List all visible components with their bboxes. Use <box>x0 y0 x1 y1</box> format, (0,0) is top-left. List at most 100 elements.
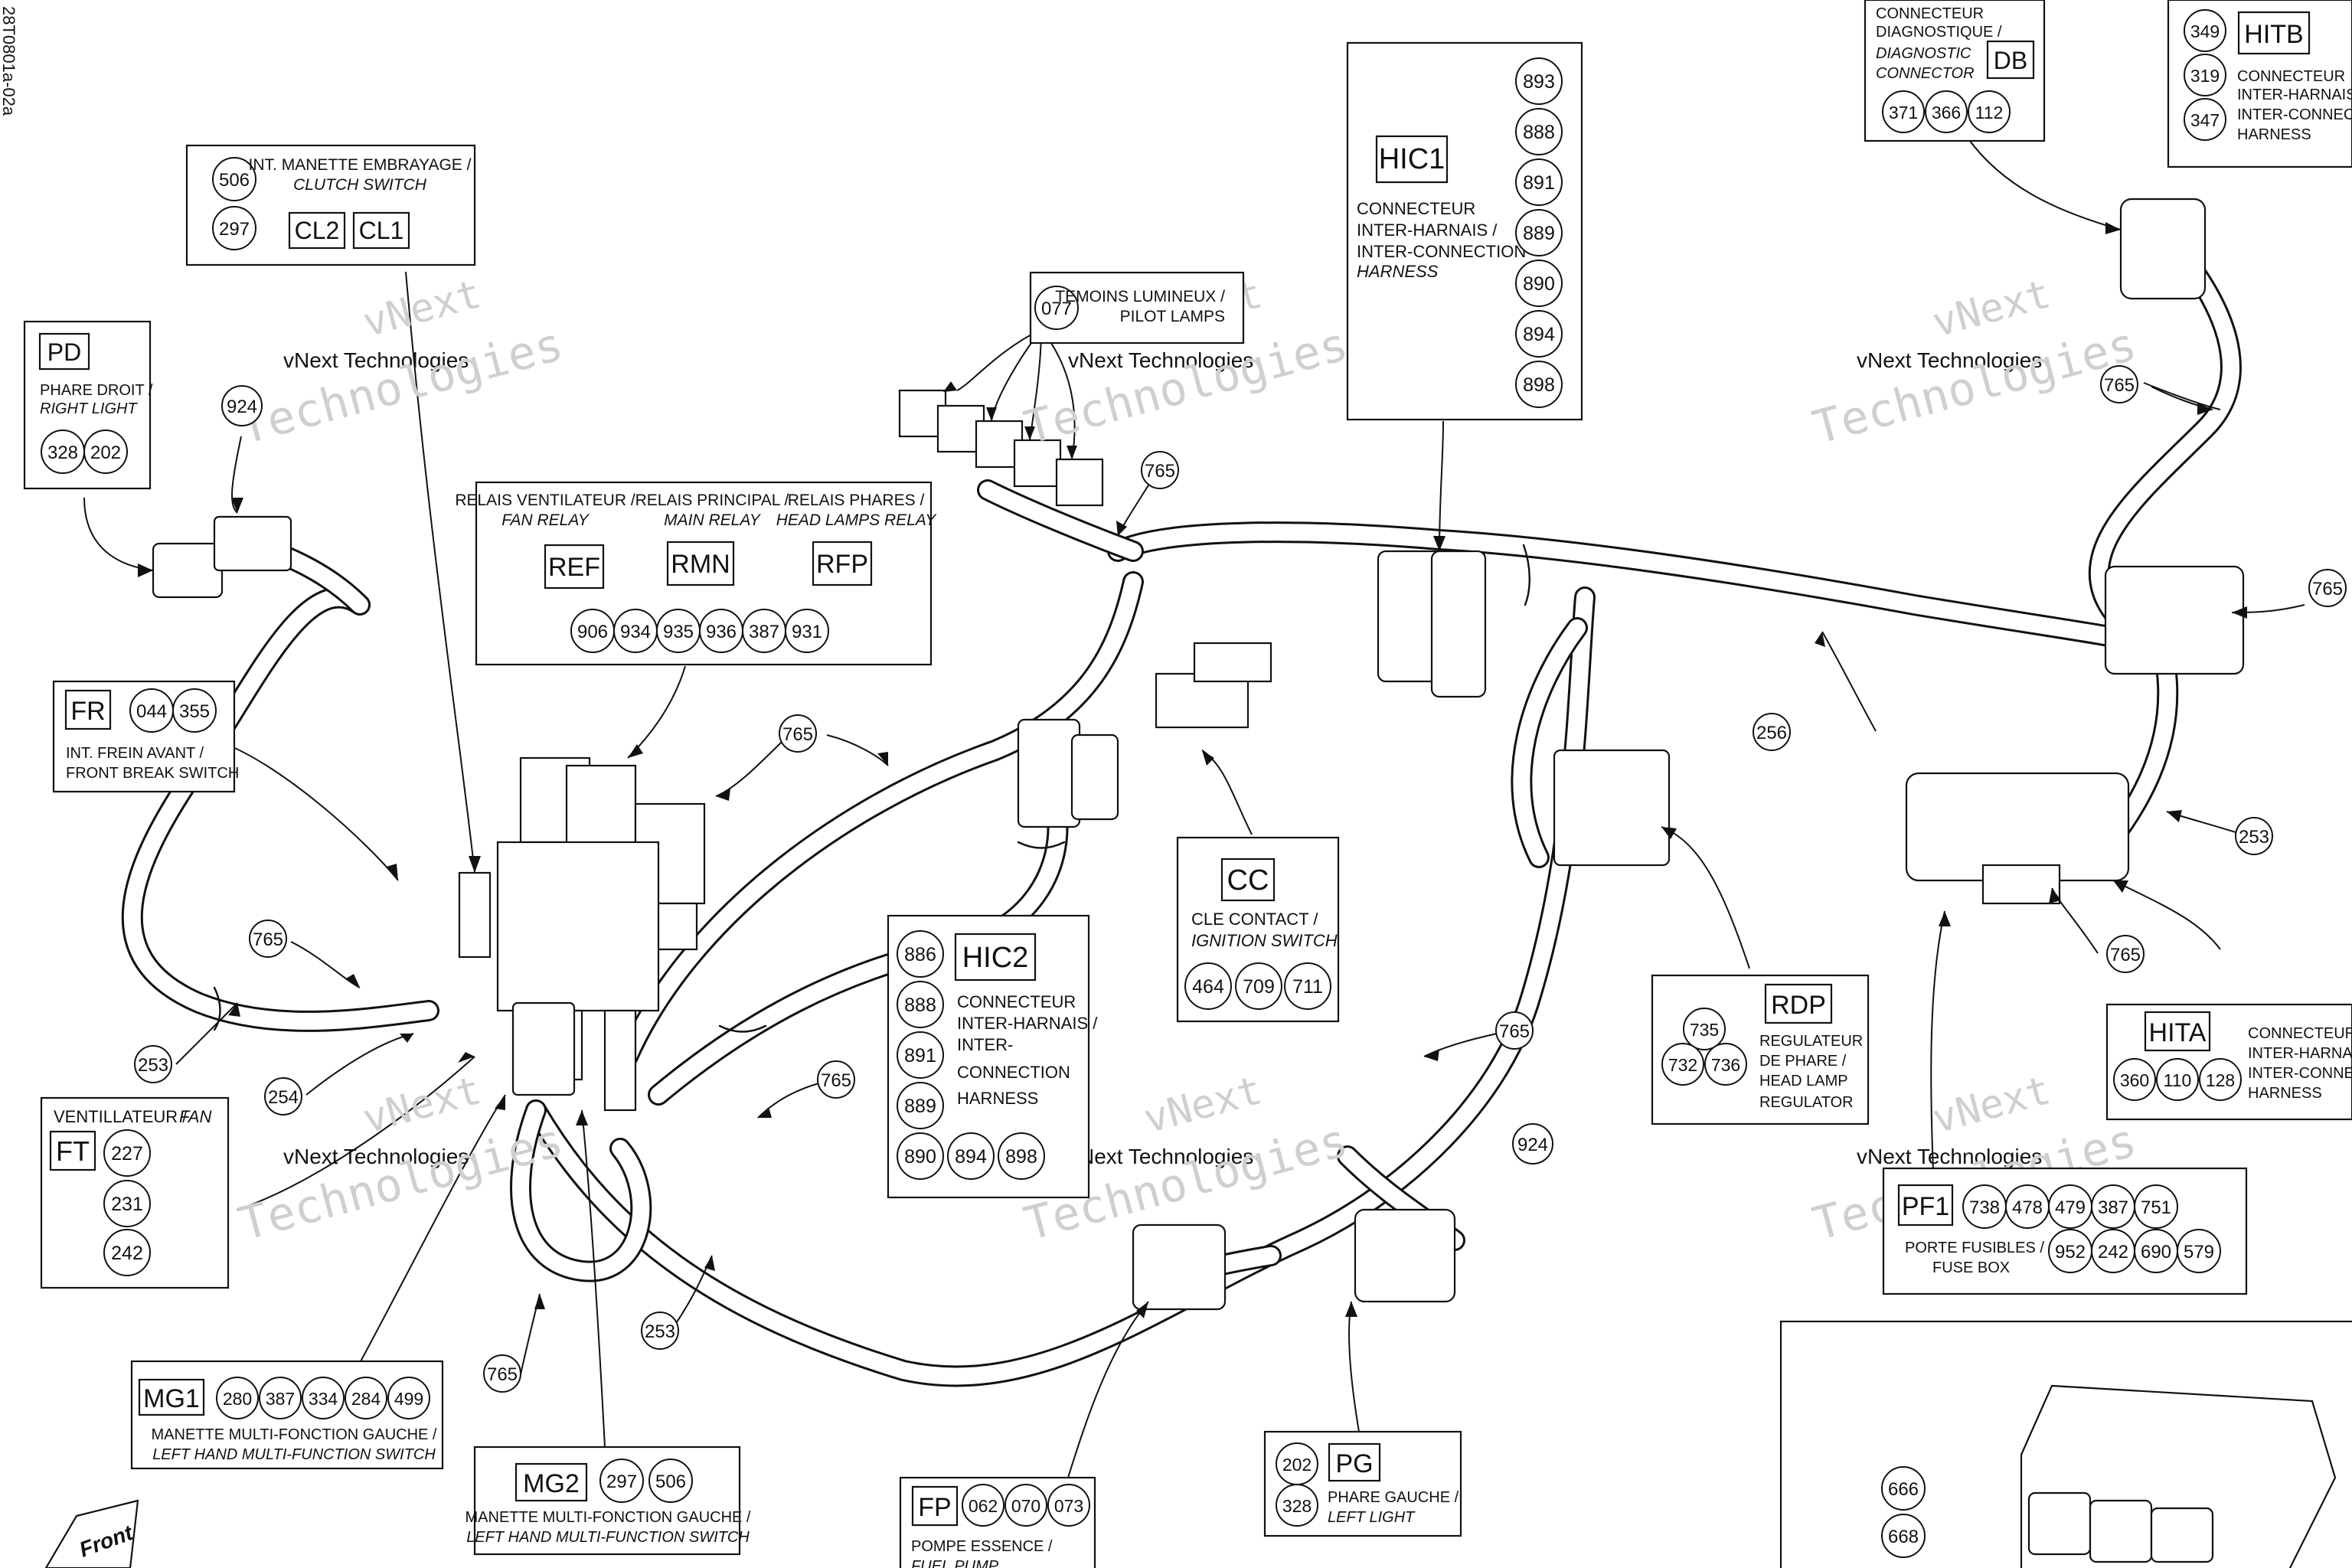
svg-text:HARNESS: HARNESS <box>2237 126 2311 143</box>
svg-text:CONNECTEUR: CONNECTEUR <box>957 992 1076 1011</box>
svg-text:PHARE DROIT /: PHARE DROIT / <box>40 382 153 399</box>
wire-callout: 765 <box>2100 365 2138 403</box>
svg-text:886: 886 <box>904 944 936 965</box>
svg-text:INTER-: INTER- <box>957 1035 1013 1054</box>
svg-text:888: 888 <box>1523 122 1555 143</box>
svg-text:328: 328 <box>47 443 78 463</box>
svg-text:765: 765 <box>253 929 283 950</box>
svg-text:MG2: MG2 <box>523 1469 580 1498</box>
box-clutch-switch: 506 297 INT. MANETTE EMBRAYAGE / CLUTCH … <box>185 144 476 266</box>
svg-text:DIAGNOSTIC: DIAGNOSTIC <box>1876 45 1971 62</box>
svg-text:765: 765 <box>782 724 813 745</box>
svg-text:PORTE FUSIBLES /: PORTE FUSIBLES / <box>1905 1240 2044 1256</box>
wire-callouts: 765 765 765 765 765 765 765 765 256 253 … <box>134 365 2347 1393</box>
svg-text:LEFT HAND MULTI-FUNCTION SWITC: LEFT HAND MULTI-FUNCTION SWITCH <box>466 1529 750 1546</box>
svg-text:890: 890 <box>904 1146 936 1168</box>
svg-text:297: 297 <box>219 219 250 240</box>
svg-text:227: 227 <box>111 1143 143 1165</box>
box-mg2: MG2 297 506 MANETTE MULTI-FONCTION GAUCH… <box>466 1446 751 1556</box>
svg-text:889: 889 <box>904 1096 936 1117</box>
svg-text:891: 891 <box>904 1045 936 1067</box>
svg-text:073: 073 <box>1054 1496 1083 1516</box>
svg-text:POMPE ESSENCE /: POMPE ESSENCE / <box>911 1538 1053 1555</box>
svg-text:RIGHT LIGHT: RIGHT LIGHT <box>40 400 138 417</box>
svg-text:366: 366 <box>1932 103 1961 122</box>
svg-text:HITB: HITB <box>2244 20 2303 49</box>
watermark-9: Technologies <box>1808 318 2142 456</box>
svg-text:LEFT HAND MULTI-FUNCTION SWITC: LEFT HAND MULTI-FUNCTION SWITCH <box>152 1446 436 1463</box>
wire-callout: 253 <box>641 1312 679 1350</box>
svg-text:709: 709 <box>1243 976 1275 998</box>
svg-text:579: 579 <box>2184 1242 2214 1263</box>
svg-text:INT. MANETTE EMBRAYAGE /: INT. MANETTE EMBRAYAGE / <box>249 156 472 174</box>
svg-text:254: 254 <box>268 1087 299 1108</box>
doc-ref: 28T0801a-02a <box>0 6 18 116</box>
svg-text:506: 506 <box>655 1472 686 1492</box>
svg-text:INT. FREIN AVANT /: INT. FREIN AVANT / <box>66 745 204 762</box>
svg-text:668: 668 <box>1888 1527 1919 1547</box>
svg-text:INTER-HARNAIS /: INTER-HARNAIS / <box>2237 87 2352 103</box>
svg-text:202: 202 <box>90 443 121 463</box>
svg-text:DE PHARE /: DE PHARE / <box>1759 1053 1847 1070</box>
svg-text:765: 765 <box>2312 579 2343 599</box>
svg-text:765: 765 <box>1145 461 1175 482</box>
svg-text:334: 334 <box>309 1389 338 1409</box>
svg-text:935: 935 <box>663 622 694 642</box>
watermark-7: vNext Technologies <box>1857 348 2042 372</box>
wire-callout: 765 <box>2308 569 2347 607</box>
svg-text:360: 360 <box>2120 1070 2149 1090</box>
svg-text:347: 347 <box>2190 110 2220 130</box>
svg-text:LEFT LIGHT: LEFT LIGHT <box>1328 1509 1416 1526</box>
svg-text:253: 253 <box>645 1321 675 1342</box>
svg-text:PILOT LAMPS: PILOT LAMPS <box>1120 308 1225 325</box>
box-right-light: PD PHARE DROIT / RIGHT LIGHT 328 202 924 <box>23 320 263 490</box>
svg-text:RELAIS PHARES /: RELAIS PHARES / <box>788 492 925 509</box>
svg-text:INTER-HARNAIS /: INTER-HARNAIS / <box>2248 1045 2352 1062</box>
wire-callout: 256 <box>1753 713 1791 751</box>
svg-text:253: 253 <box>2239 827 2269 848</box>
svg-text:738: 738 <box>1969 1197 2000 1218</box>
svg-text:REGULATOR: REGULATOR <box>1759 1094 1854 1111</box>
arrowheads <box>138 222 2247 1541</box>
svg-text:349: 349 <box>2190 21 2220 41</box>
svg-text:CONNECTION: CONNECTION <box>957 1063 1070 1082</box>
svg-text:FRONT BREAK SWITCH: FRONT BREAK SWITCH <box>66 765 239 782</box>
svg-text:HITA: HITA <box>2149 1018 2207 1047</box>
front-arrow: Front <box>44 1499 139 1568</box>
svg-text:REGULATEUR: REGULATEUR <box>1759 1033 1863 1050</box>
svg-text:CLE CONTACT /: CLE CONTACT / <box>1191 910 1318 929</box>
svg-text:319: 319 <box>2190 66 2220 86</box>
svg-text:REF: REF <box>548 553 600 582</box>
wire-callout: 253 <box>2235 817 2273 855</box>
svg-text:HEAD LAMPS RELAY: HEAD LAMPS RELAY <box>776 511 938 529</box>
svg-text:765: 765 <box>2110 945 2141 965</box>
box-hitb: 349 319 347 HITB CONNECTEUR INTER-HARNAI… <box>2167 0 2352 168</box>
svg-text:IGNITION SWITCH: IGNITION SWITCH <box>1191 931 1338 950</box>
svg-text:044: 044 <box>136 701 167 722</box>
svg-text:MAIN RELAY: MAIN RELAY <box>664 511 762 529</box>
svg-text:328: 328 <box>1282 1496 1312 1516</box>
wire-callout: 254 <box>264 1077 302 1116</box>
box-hic1: HIC1 CONNECTEUR INTER-HARNAIS / INTER-CO… <box>1346 41 1583 421</box>
inset-detail: 666 668 <box>1779 1320 2352 1568</box>
svg-text:INTER-CONNECTION: INTER-CONNECTION <box>2248 1065 2352 1082</box>
wire-callout: 765 <box>2106 935 2145 973</box>
svg-text:128: 128 <box>2206 1070 2235 1090</box>
watermark-11: vNext <box>358 1067 486 1142</box>
svg-text:PHARE GAUCHE /: PHARE GAUCHE / <box>1328 1489 1459 1506</box>
svg-text:RDP: RDP <box>1771 991 1826 1020</box>
box-hic2: 886 888 891 889 890 894 898 HIC2 CONNECT… <box>887 914 1098 1199</box>
svg-text:765: 765 <box>2104 375 2135 396</box>
svg-text:INTER-CONNECTION: INTER-CONNECTION <box>2237 106 2352 123</box>
svg-text:906: 906 <box>577 622 608 642</box>
svg-text:934: 934 <box>620 622 651 642</box>
box-relays: RELAIS VENTILATEUR / FAN RELAY RELAIS PR… <box>455 481 938 666</box>
svg-text:FUEL PUMP: FUEL PUMP <box>911 1558 999 1568</box>
box-pilot-lamps: 077 TEMOINS LUMINEUX / PILOT LAMPS <box>1029 271 1245 345</box>
svg-text:INTER-HARNAIS /: INTER-HARNAIS / <box>957 1014 1098 1033</box>
svg-text:FP: FP <box>918 1493 951 1522</box>
svg-text:479: 479 <box>2055 1197 2086 1218</box>
box-head-lamp-regulator: RDP 735 732 736 REGULATEUR DE PHARE / HE… <box>1651 974 1870 1125</box>
